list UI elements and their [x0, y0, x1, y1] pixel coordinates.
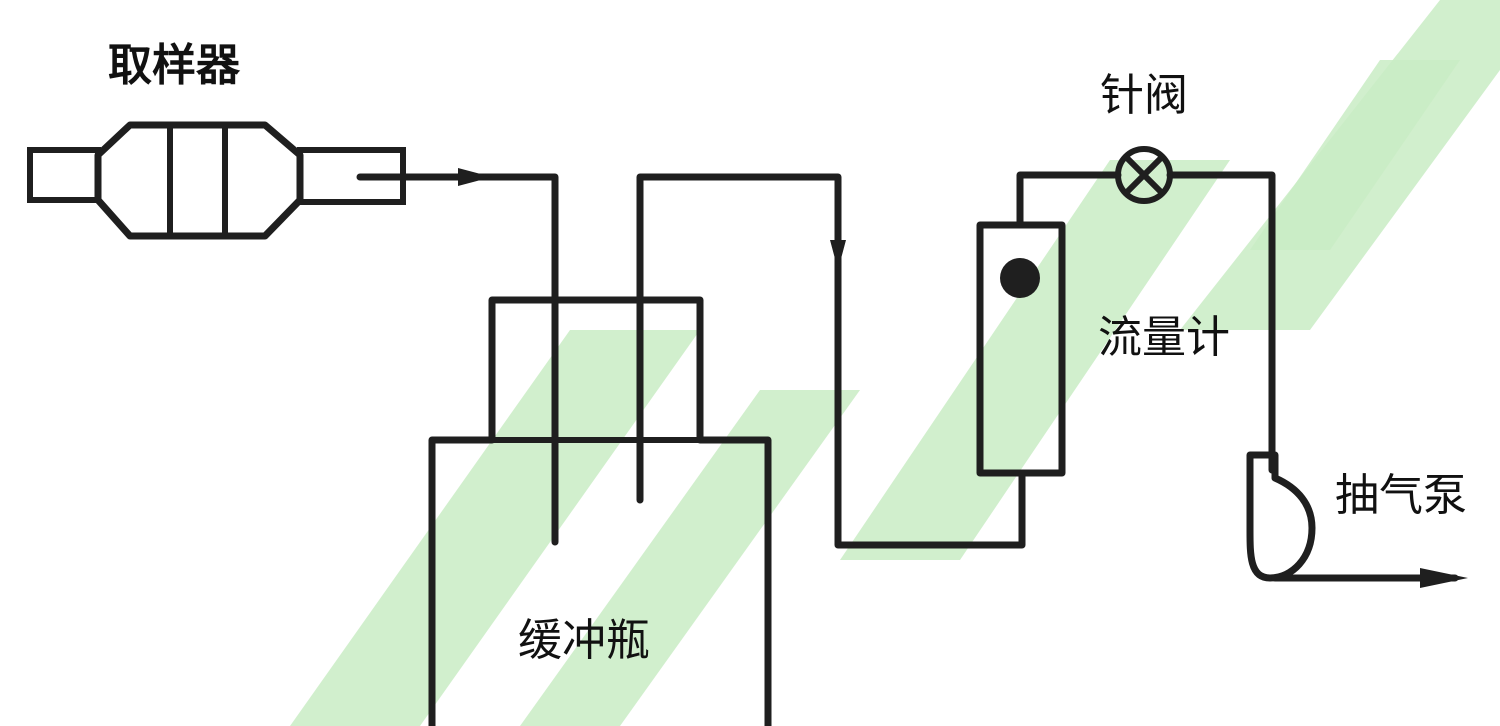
sampler	[27, 121, 406, 240]
sampler-label: 取样器	[108, 40, 241, 91]
pump-label: 抽气泵	[1335, 470, 1467, 521]
watermark	[290, 0, 1500, 726]
buffer-bottle-label: 缓冲瓶	[518, 615, 650, 666]
needle-valve-label: 针阀	[1100, 70, 1188, 121]
flow-arrow-icon	[830, 240, 846, 270]
flowmeter-label: 流量计	[1098, 312, 1230, 363]
flow-arrow-icon	[458, 168, 492, 186]
buffer-bottle	[428, 296, 772, 726]
valve-pipe	[1016, 171, 1276, 474]
inlet-pipe	[356, 168, 559, 546]
needle-valve-icon	[1115, 146, 1173, 204]
exhaust-arrow-icon	[1420, 568, 1468, 588]
pump-icon	[1246, 451, 1468, 588]
outlet-pipe	[636, 173, 1026, 549]
flowmeter-float-icon	[1000, 258, 1040, 298]
